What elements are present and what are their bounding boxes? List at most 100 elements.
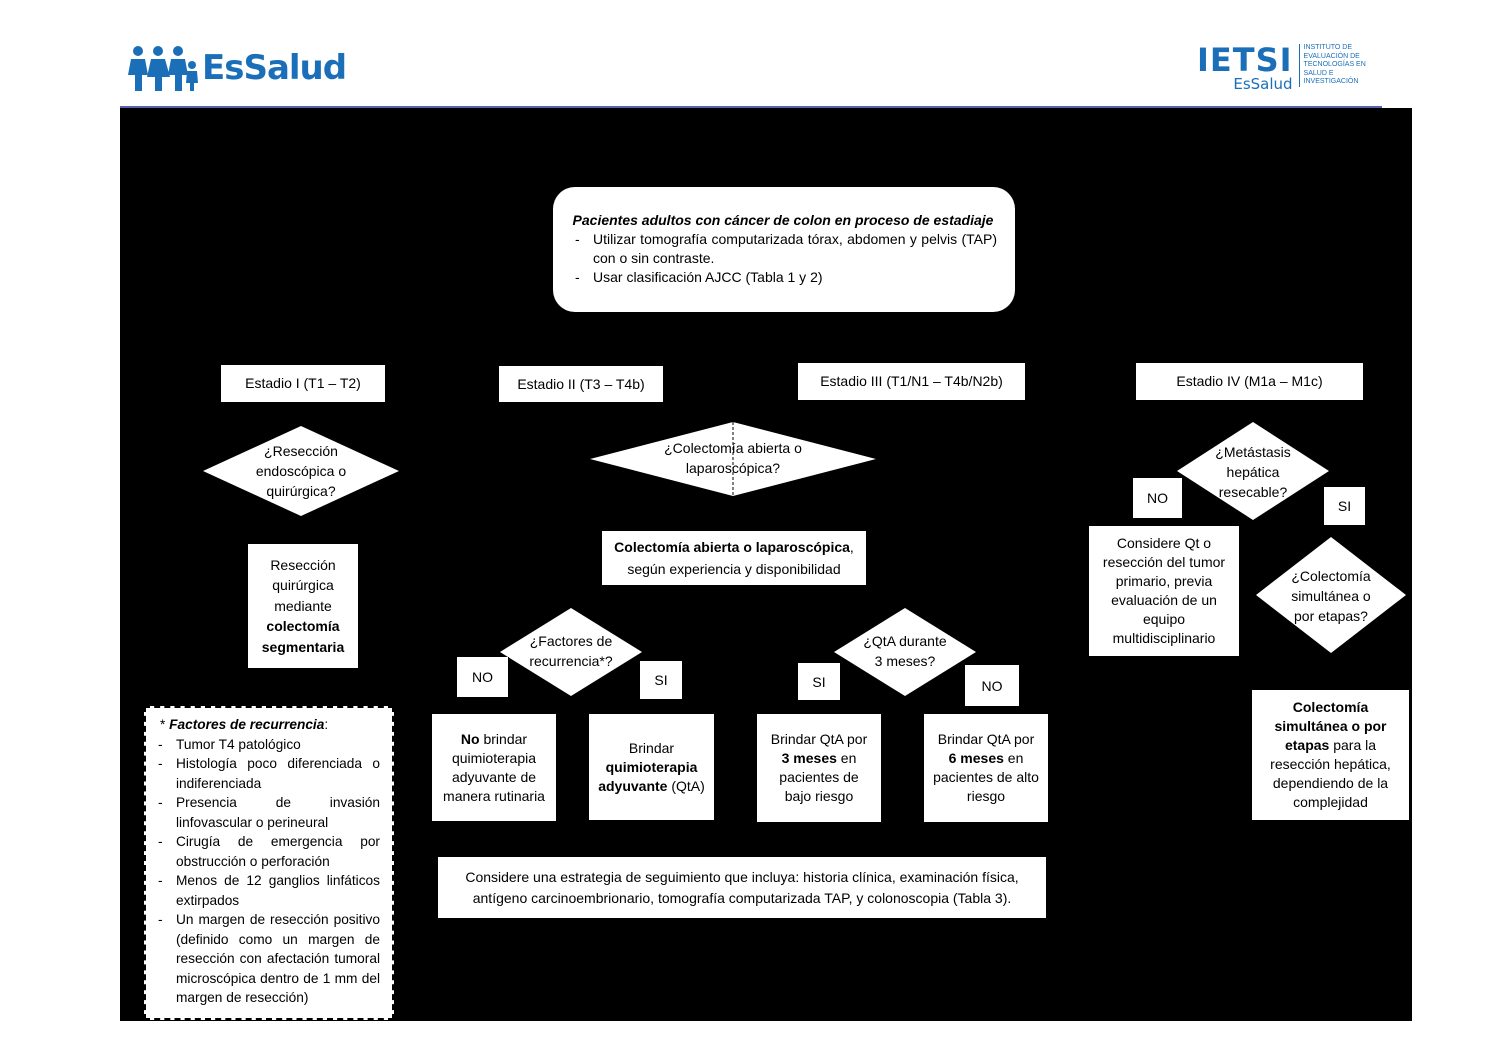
decision-line: ¿Colectomía (1291, 568, 1371, 584)
family-figures-icon (128, 46, 198, 91)
colectomy-text: Colectomía abierta o laparoscópica, segú… (610, 536, 858, 580)
text-bold: 3 meses (781, 750, 837, 766)
ietsi-desc-line: Instituto de (1303, 44, 1353, 51)
decision-line: resecable? (1218, 484, 1288, 500)
text-span: Brindar QtA por (770, 731, 868, 747)
text-bold: Colectomía simultánea o por etapas (1274, 699, 1387, 753)
simultaneous-text: Colectomía simultánea o por etapas para … (1262, 698, 1399, 812)
ietsi-wordmark: IETSI (1197, 41, 1293, 79)
label-text: NO (981, 677, 1003, 694)
qt-primary-box: Considere Qt o resección del tumor prima… (1089, 526, 1239, 656)
decision-text-metastasis: ¿Metástasis hepática resecable? (1193, 442, 1313, 502)
staging-list: Utilizar tomografía computarizada tórax,… (569, 230, 997, 287)
decision-line: hepática (1226, 464, 1280, 480)
text-bold: No (460, 730, 480, 747)
ietsi-desc-line: Tecnologías en (1303, 61, 1366, 69)
text-bold: Factores de recurrencia (169, 717, 325, 732)
label-no-qta: NO (965, 665, 1019, 706)
follow-up-text: Considere una estrategia de seguimiento … (465, 868, 1019, 906)
no-chemo-box: No brindar quimioterapia adyuvante de ma… (432, 714, 556, 821)
text-bold: quimioterapia adyuvante (598, 758, 698, 794)
label-si-recurrence: SI (640, 661, 682, 699)
qta-6-months-text: Brindar QtA por 6 meses en pacientes de … (932, 730, 1040, 806)
stage-1-result-text: Resección quirúrgica mediante colectomía… (252, 555, 354, 658)
text-span: en pacientes de bajo riesgo (779, 750, 859, 804)
header-bar (120, 33, 1412, 108)
decision-line: por etapas? (1294, 608, 1368, 624)
decision-diamond-recurrence (500, 608, 642, 696)
decision-diamond-resection (203, 426, 399, 516)
ietsi-desc-line: Investigación (1303, 78, 1359, 86)
decision-diamond-simultaneous (1256, 537, 1406, 653)
decision-diamond-metastasis (1177, 422, 1329, 520)
decision-text-recurrence: ¿Factores de recurrencia*? (511, 631, 631, 671)
stage-2-label: Estadio II (T3 – T4b) (517, 375, 645, 392)
decision-line: ¿QtA durante (863, 633, 947, 649)
label-text: NO (1147, 490, 1168, 506)
decision-line: ¿Factores de (529, 633, 613, 649)
decision-line: simultánea o (1291, 588, 1371, 604)
decision-line: quirúrgica? (266, 483, 336, 499)
risk-factor-item: Un margen de resección positivo (definid… (152, 910, 380, 1008)
risk-factor-item: Cirugía de emergencia por obstrucción o … (152, 832, 380, 871)
text-bold: 6 meses (948, 750, 1004, 766)
decision-line: ¿Colectomía abierta o (664, 440, 802, 456)
text-span: en pacientes de alto riesgo (933, 750, 1039, 804)
stage-4-label: Estadio IV (M1a – M1c) (1176, 373, 1323, 389)
risk-factor-item: Histología poco diferenciada o indiferen… (152, 754, 380, 793)
label-text: SI (1337, 498, 1352, 514)
stage-3-box: Estadio III (T1/N1 – T4b/N2b) (798, 363, 1025, 400)
chemo-text: Brindar quimioterapia adyuvante (QtA) (595, 739, 708, 796)
label-text: SI (654, 672, 668, 688)
no-chemo-text: No brindar quimioterapia adyuvante de ma… (438, 730, 550, 806)
chemo-box: Brindar quimioterapia adyuvante (QtA) (589, 714, 714, 820)
risk-factors-box: * Factores de recurrencia: Tumor T4 pato… (144, 706, 394, 1020)
text-span: (QtA) (667, 777, 705, 794)
decision-text-simultaneous: ¿Colectomía simultánea o por etapas? (1271, 566, 1391, 626)
decision-line: recurrencia*? (529, 653, 613, 669)
ietsi-subtitle: EsSalud (1233, 75, 1293, 93)
qta-3-months-text: Brindar QtA por 3 meses en pacientes de … (765, 730, 873, 806)
header-divider (120, 106, 1382, 108)
colectomy-box: Colectomía abierta o laparoscópica, segú… (602, 531, 866, 585)
text-span: Resección quirúrgica mediante (270, 556, 336, 614)
decision-diamond-qta (834, 608, 976, 696)
stage-1-result-box: Resección quirúrgica mediante colectomía… (248, 544, 358, 668)
text-span: , según experiencia y disponibilidad (627, 539, 854, 577)
label-si-metastasis: SI (1324, 487, 1365, 525)
text-span: : (324, 717, 329, 732)
stage-3-label: Estadio III (T1/N1 – T4b/N2b) (820, 373, 1003, 389)
simultaneous-box: Colectomía simultánea o por etapas para … (1252, 690, 1409, 820)
label-no-metastasis: NO (1133, 478, 1183, 518)
stage-1-label: Estadio I (T1 – T2) (245, 375, 361, 391)
label-text: NO (472, 669, 493, 685)
qta-6-months-box: Brindar QtA por 6 meses en pacientes de … (924, 714, 1048, 822)
staging-title: Pacientes adultos con cáncer de colon en… (572, 212, 994, 228)
text-bold: colectomía segmentaria (261, 618, 345, 655)
decision-line: ¿Metástasis (1215, 444, 1291, 460)
text-bold: Colectomía abierta o laparoscópica (614, 539, 850, 555)
follow-up-box: Considere una estrategia de seguimiento … (438, 857, 1046, 918)
stage-2-box: Estadio II (T3 – T4b) (499, 366, 663, 402)
label-no-recurrence: NO (457, 657, 509, 697)
text-span: Brindar QtA por (937, 731, 1035, 747)
decision-text-colectomy: ¿Colectomía abierta o laparoscópica? (620, 438, 846, 478)
label-si-qta: SI (798, 663, 840, 700)
stage-1-box: Estadio I (T1 – T2) (221, 365, 385, 402)
staging-item: Utilizar tomografía computarizada tórax,… (569, 230, 997, 268)
text-span: * (160, 717, 170, 732)
text-span: Brindar (628, 739, 675, 756)
ietsi-desc-line: Evaluación de (1303, 52, 1360, 60)
ietsi-logo: IETSI EsSalud Instituto de Evaluación de… (1197, 44, 1374, 92)
risk-factors-title: * Factores de recurrencia: (152, 715, 380, 735)
stage-4-box: Estadio IV (M1a – M1c) (1136, 363, 1363, 400)
risk-factor-item: Tumor T4 patológico (152, 735, 380, 755)
ietsi-description: Instituto de Evaluación de Tecnologías e… (1298, 44, 1374, 87)
label-text: SI (812, 673, 826, 690)
qta-3-months-box: Brindar QtA por 3 meses en pacientes de … (757, 714, 881, 822)
risk-factors-list: Tumor T4 patológico Histología poco dife… (152, 735, 380, 1008)
staging-item: Usar clasificación AJCC (Tabla 1 y 2) (569, 268, 997, 287)
decision-line: ¿Resección (264, 443, 338, 459)
decision-text-qta: ¿QtA durante 3 meses? (845, 631, 965, 671)
